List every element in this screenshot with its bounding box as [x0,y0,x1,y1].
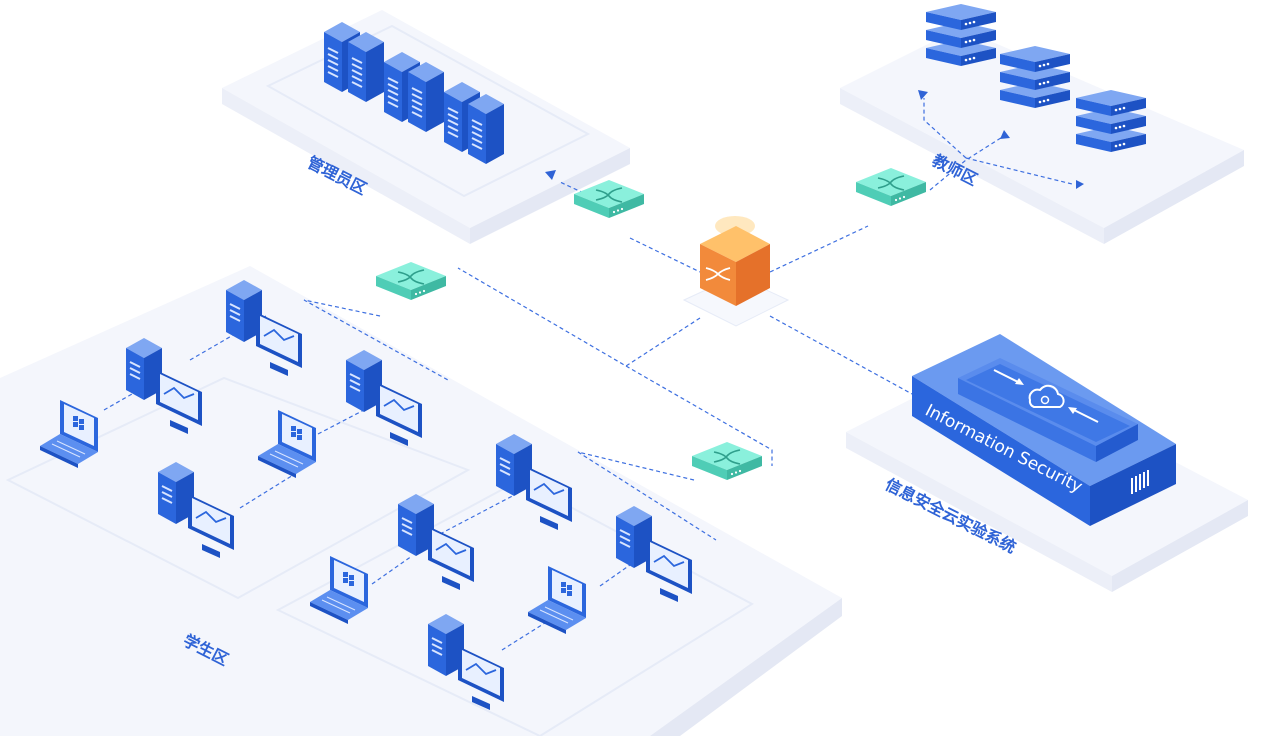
server-tower-icon [407,61,445,133]
vent-icon [1131,470,1149,494]
core-router-icon [682,216,790,327]
network-switch-icon [691,441,763,481]
network-links [103,90,1084,651]
server-tower-icon [467,93,505,165]
network-switch-icon [855,167,927,207]
server-rack-icon [1000,46,1070,108]
network-switch-icon [375,261,447,301]
cloud-icon [1028,384,1065,408]
server-rack-icon [1076,90,1146,152]
server-rack-icon [926,4,996,66]
arrow-left-icon [1068,407,1099,423]
information-security-system: Information Security [912,334,1176,526]
arrow-right-icon [993,369,1024,385]
teacher-zone-platform [840,28,1244,244]
server-tower-icon [347,31,385,103]
